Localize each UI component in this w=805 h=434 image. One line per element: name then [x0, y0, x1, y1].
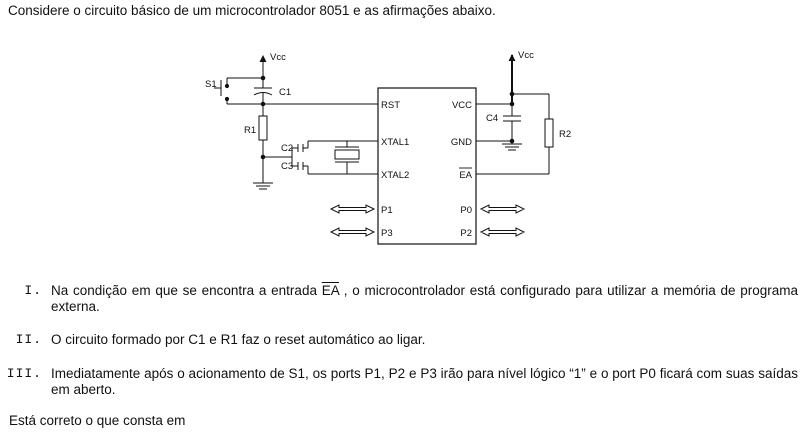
port-p2-arrow — [479, 227, 526, 237]
capacitor-c4 — [503, 104, 521, 141]
label-c3: C3 — [281, 161, 293, 172]
pin-ea: EA — [459, 170, 472, 181]
label-c1: C1 — [279, 87, 291, 98]
port-p1-arrow — [329, 204, 376, 214]
pin-xtal1: XTAL1 — [381, 137, 409, 148]
ea-overline-text: EA — [321, 283, 339, 298]
statement-text: Na condição em que se encontra a entrada… — [51, 283, 799, 314]
pin-vcc: VCC — [452, 100, 472, 111]
port-p0-arrow — [479, 204, 526, 214]
pin-xtal2: XTAL2 — [381, 170, 409, 181]
statement-text: O circuito formado por C1 e R1 faz o res… — [51, 332, 426, 347]
resistor-r1 — [258, 104, 268, 157]
label-vcc-right: Vcc — [518, 50, 534, 61]
switch-s1 — [214, 78, 230, 104]
capacitor-c2 — [292, 144, 308, 152]
label-r2: R2 — [559, 129, 571, 140]
pin-p3: P3 — [381, 228, 393, 239]
statement-number: II. — [15, 332, 42, 347]
pin-p1: P1 — [381, 205, 393, 216]
label-r1: R1 — [244, 125, 256, 136]
pin-gnd: GND — [451, 137, 472, 148]
port-p3-arrow — [329, 227, 376, 237]
ground-right — [502, 141, 522, 151]
label-c4: C4 — [486, 113, 498, 124]
question-intro: Considere o circuito básico de um microc… — [8, 3, 496, 18]
label-c2: C2 — [281, 143, 293, 154]
microcontroller-ic — [377, 87, 477, 245]
ground-left — [253, 157, 273, 190]
capacitor-c3 — [292, 162, 308, 170]
pin-rst: RST — [381, 100, 400, 111]
circuit-diagram: Vcc Vcc S1 C1 R1 C2 C3 C4 R2 RST XTAL1 X… — [205, 50, 571, 245]
statement-number: I. — [24, 283, 42, 298]
label-s1: S1 — [205, 79, 217, 90]
pin-p2: P2 — [460, 228, 472, 239]
resistor-r2 — [544, 94, 554, 174]
label-vcc-left: Vcc — [270, 52, 286, 63]
question-footer: Está correto o que consta em — [9, 413, 186, 428]
statement-number: III. — [6, 366, 42, 381]
pin-p0: P0 — [460, 205, 472, 216]
statement-text: Imediatamente após o acionamento de S1, … — [51, 366, 798, 397]
crystal-oscillator — [334, 141, 360, 174]
capacitor-c1 — [253, 78, 273, 104]
